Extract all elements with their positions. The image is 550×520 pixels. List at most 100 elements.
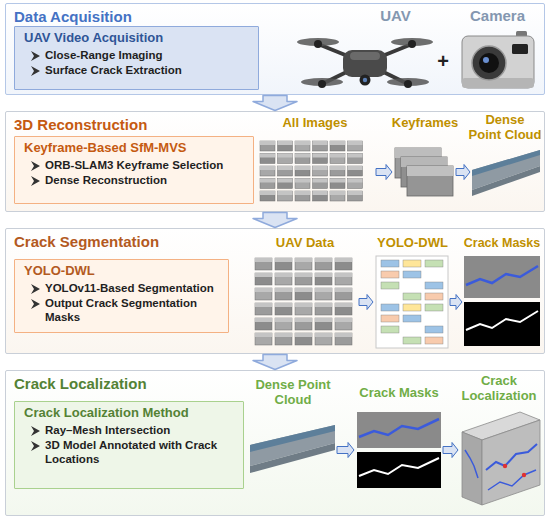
image-thumbnail bbox=[295, 258, 312, 262]
bullet-marker bbox=[31, 299, 40, 309]
bullet-row: ORB-SLAM3 Keyframe Selection bbox=[31, 159, 247, 173]
network-block bbox=[425, 260, 443, 267]
image-thumbnail bbox=[278, 154, 293, 158]
image-thumbnail bbox=[295, 288, 312, 300]
image-thumbnail bbox=[278, 141, 293, 151]
keyframes-illustration bbox=[395, 148, 453, 196]
image-thumbnail bbox=[255, 273, 272, 285]
illustration-shape bbox=[360, 75, 371, 86]
image-thumbnail bbox=[335, 288, 352, 292]
crack-mask-illustration bbox=[464, 256, 540, 346]
illustration-shape bbox=[488, 470, 536, 490]
image-thumbnail bbox=[315, 288, 332, 300]
image-thumbnail bbox=[313, 166, 328, 176]
bullet-row: Output Crack Segmentation Masks bbox=[31, 297, 222, 325]
image-thumbnail bbox=[275, 318, 292, 322]
image-thumbnail bbox=[255, 288, 272, 292]
bullet-marker bbox=[31, 51, 40, 61]
yolo-network-illustration bbox=[376, 256, 448, 348]
illustration-shape bbox=[363, 78, 367, 82]
image-thumbnail bbox=[348, 141, 363, 145]
image-thumbnail bbox=[348, 191, 363, 195]
illustration-shape bbox=[401, 157, 447, 167]
image-thumbnail bbox=[255, 303, 272, 315]
method-title: YOLO-DWL bbox=[24, 263, 95, 278]
stage-title: Data Acquisition bbox=[14, 8, 132, 25]
bullet-marker bbox=[31, 66, 40, 76]
bullet-marker bbox=[31, 176, 40, 186]
network-block bbox=[403, 315, 421, 322]
illustration-shape bbox=[365, 63, 408, 84]
method-box: Crack Localization MethodRay–Mesh Inters… bbox=[14, 401, 244, 489]
illustration-shape bbox=[462, 432, 482, 505]
stage-panel: Crack SegmentationYOLO-DWLYOLOv11-Based … bbox=[5, 228, 545, 354]
illustration-shape bbox=[462, 78, 534, 88]
image-thumbnail bbox=[315, 258, 332, 262]
image-thumbnail bbox=[260, 191, 275, 195]
image-thumbnail bbox=[275, 273, 292, 277]
image-thumbnail bbox=[335, 288, 352, 300]
image-thumbnail bbox=[275, 333, 292, 345]
image-thumbnail bbox=[348, 166, 363, 176]
illustration-shape bbox=[314, 40, 322, 48]
image-thumbnail bbox=[330, 166, 345, 170]
network-block bbox=[403, 304, 421, 311]
image-thumbnail bbox=[295, 191, 310, 201]
image-thumbnail bbox=[275, 303, 292, 307]
flow-arrow bbox=[337, 443, 354, 458]
illustration-shape bbox=[408, 40, 416, 48]
image-thumbnail bbox=[278, 154, 293, 164]
image-thumbnail bbox=[315, 288, 332, 292]
image-thumbnail bbox=[275, 273, 292, 285]
bullet-marker bbox=[31, 161, 40, 171]
flow-arrow bbox=[450, 295, 462, 310]
method-title: Keyframe-Based SfM-MVS bbox=[24, 140, 187, 155]
image-thumbnail bbox=[315, 333, 332, 337]
method-box: YOLO-DWL YOLOv11-Based SegmentationOutput… bbox=[14, 259, 229, 333]
illustration-shape bbox=[462, 36, 534, 88]
bullet-marker bbox=[31, 51, 40, 61]
image-thumbnail bbox=[260, 191, 275, 201]
image-thumbnail bbox=[315, 318, 332, 322]
image-thumbnail bbox=[330, 179, 345, 189]
image-thumbnail bbox=[330, 191, 345, 195]
image-thumbnail bbox=[260, 179, 275, 183]
illustration-shape bbox=[522, 473, 526, 477]
illustration-shape bbox=[464, 302, 540, 346]
bullet-text: Close-Range Imaging bbox=[45, 49, 163, 63]
network-block bbox=[425, 304, 443, 311]
image-thumbnail bbox=[255, 288, 272, 300]
image-thumbnail bbox=[330, 191, 345, 201]
stage-title: Crack Localization bbox=[14, 375, 147, 392]
image-thumbnail bbox=[295, 273, 312, 277]
stage-heading-row: Crack Localization Method bbox=[24, 406, 237, 421]
image-thumbnail bbox=[255, 258, 272, 262]
illustration-shape bbox=[387, 78, 429, 86]
image-thumbnail bbox=[278, 191, 293, 201]
stage-panel: Data AcquisitionUAV Video AcquisitionClo… bbox=[5, 3, 545, 95]
image-thumbnail bbox=[335, 318, 352, 322]
point-cloud-illustration bbox=[472, 150, 540, 196]
network-block bbox=[425, 337, 443, 344]
illustration-shape bbox=[359, 419, 439, 437]
illustration-shape bbox=[465, 450, 478, 478]
bullet-row: Ray–Mesh Intersection bbox=[31, 424, 237, 438]
image-thumbnail bbox=[255, 273, 272, 277]
image-thumbnail bbox=[315, 333, 332, 345]
illustration-shape bbox=[404, 80, 412, 88]
bullet-text: YOLOv11-Based Segmentation bbox=[45, 282, 214, 296]
image-thumbnail bbox=[348, 191, 363, 201]
network-block bbox=[381, 282, 399, 289]
image-thumbnail bbox=[295, 273, 312, 285]
image-thumbnail bbox=[295, 303, 312, 315]
illustration-shape bbox=[301, 78, 343, 86]
illustration-shape bbox=[318, 80, 326, 88]
image-thumbnail bbox=[330, 166, 345, 176]
flow-arrow bbox=[456, 165, 470, 180]
flow-arrow bbox=[359, 295, 373, 310]
bullet-row: 3D Model Annotated with Crack Locations bbox=[31, 439, 237, 467]
image-thumbnail bbox=[348, 179, 363, 189]
image-thumbnail bbox=[295, 333, 312, 345]
image-thumbnail bbox=[335, 258, 352, 262]
